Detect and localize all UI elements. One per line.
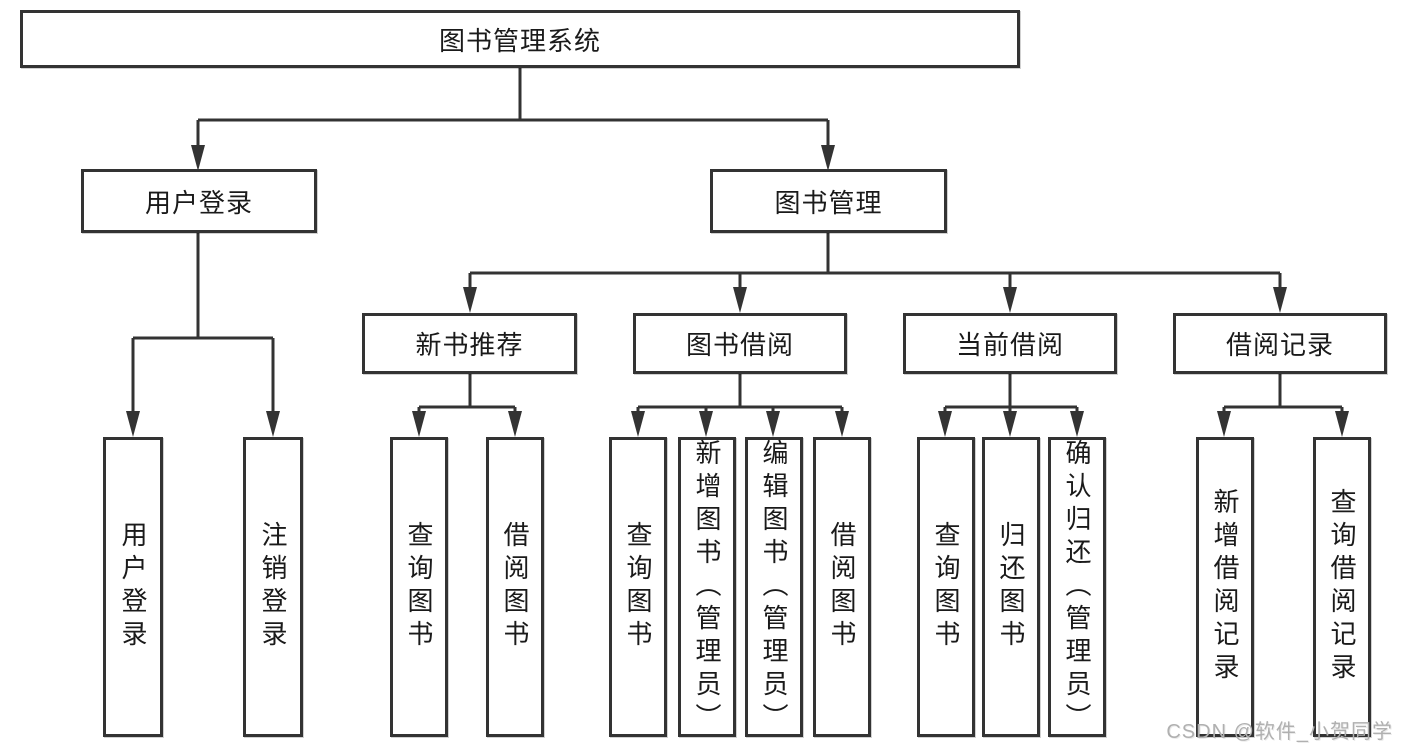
leaf-recommend-query-books: 查询图书 bbox=[390, 437, 448, 737]
leaf-current-confirm-return-admin: 确认归还（管理员） bbox=[1048, 437, 1106, 737]
node-new-book-recommend: 新书推荐 bbox=[362, 313, 577, 374]
leaf-borrowing-query-books: 查询图书 bbox=[609, 437, 667, 737]
leaf-records-add-borrow-record: 新增借阅记录 bbox=[1196, 437, 1254, 737]
leaf-records-query-borrow-record: 查询借阅记录 bbox=[1313, 437, 1371, 737]
node-root-library-system: 图书管理系统 bbox=[20, 10, 1020, 68]
leaf-logout: 注销登录 bbox=[243, 437, 303, 737]
csdn-watermark: CSDN @软件_小贺同学 bbox=[1166, 721, 1393, 743]
node-label: 借阅记录 bbox=[1225, 330, 1334, 360]
node-label: 借阅图书 bbox=[500, 521, 530, 653]
node-label: 编辑图书（管理员） bbox=[759, 438, 789, 736]
node-label: 新增图书（管理员） bbox=[692, 438, 722, 736]
node-book-borrowing: 图书借阅 bbox=[633, 313, 847, 374]
node-book-management: 图书管理 bbox=[710, 169, 947, 233]
node-label: 查询图书 bbox=[404, 521, 434, 653]
leaf-recommend-borrow-books: 借阅图书 bbox=[486, 437, 544, 737]
node-label: 用户登录 bbox=[144, 187, 253, 218]
node-label: 图书管理 bbox=[774, 187, 883, 218]
node-label: 新增借阅记录 bbox=[1210, 488, 1240, 686]
leaf-borrowing-edit-books-admin: 编辑图书（管理员） bbox=[745, 437, 803, 737]
leaf-borrowing-add-books-admin: 新增图书（管理员） bbox=[678, 437, 736, 737]
leaf-current-return-books: 归还图书 bbox=[982, 437, 1040, 737]
node-label: 图书借阅 bbox=[685, 330, 794, 360]
node-current-borrowing: 当前借阅 bbox=[903, 313, 1117, 374]
node-label: 查询图书 bbox=[931, 521, 961, 653]
node-label: 查询图书 bbox=[623, 521, 653, 653]
leaf-borrowing-borrow-books: 借阅图书 bbox=[813, 437, 871, 737]
leaf-user-login: 用户登录 bbox=[103, 437, 163, 737]
node-user-login: 用户登录 bbox=[81, 169, 317, 233]
node-label: 用户登录 bbox=[118, 521, 148, 653]
node-label: 确认归还（管理员） bbox=[1062, 438, 1092, 736]
leaf-current-query-books: 查询图书 bbox=[917, 437, 975, 737]
node-label: 查询借阅记录 bbox=[1327, 488, 1357, 686]
node-label: 归还图书 bbox=[996, 521, 1026, 653]
node-label: 图书管理系统 bbox=[438, 25, 601, 56]
arrowhead-icons bbox=[126, 145, 1349, 437]
node-label: 借阅图书 bbox=[827, 521, 857, 653]
node-label: 注销登录 bbox=[258, 521, 288, 653]
node-borrow-records: 借阅记录 bbox=[1173, 313, 1387, 374]
node-label: 新书推荐 bbox=[415, 330, 524, 360]
node-label: 当前借阅 bbox=[955, 330, 1064, 360]
